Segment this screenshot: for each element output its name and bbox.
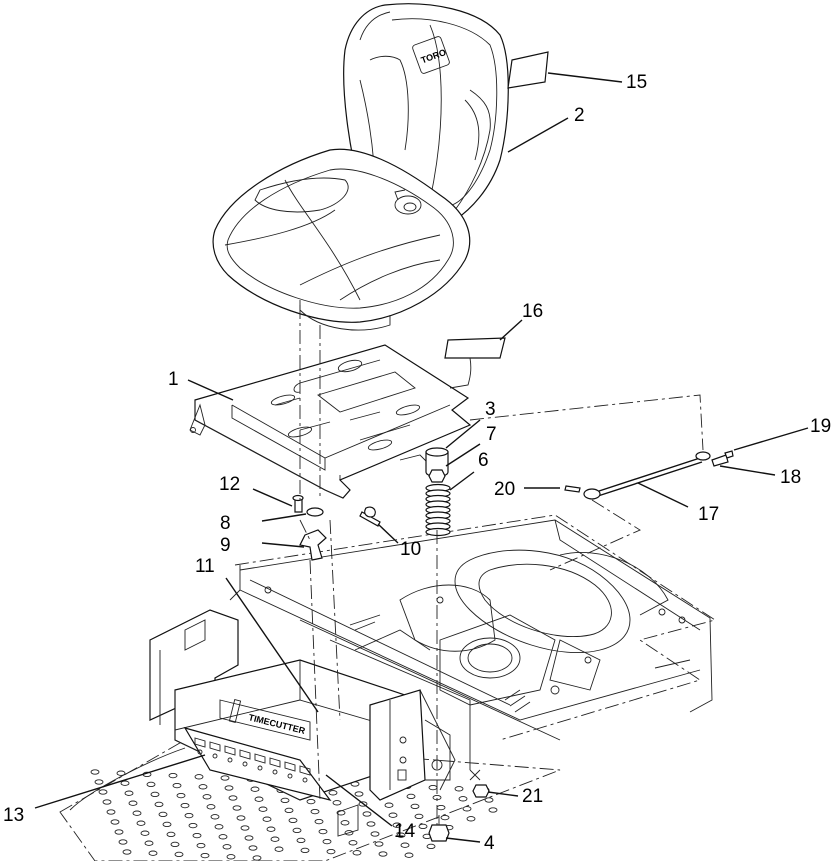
leader-lines bbox=[34, 72, 809, 843]
bolt-10 bbox=[359, 506, 381, 527]
callout-4: 4 bbox=[484, 833, 495, 854]
assembly-lines bbox=[299, 305, 704, 825]
callout-14: 14 bbox=[394, 821, 416, 842]
mower-frame bbox=[229, 514, 717, 791]
callout-17: 17 bbox=[698, 504, 720, 525]
callout-13: 13 bbox=[3, 805, 25, 826]
seat-plate bbox=[189, 344, 472, 499]
callout-15: 15 bbox=[626, 72, 648, 93]
callout-9: 9 bbox=[220, 535, 231, 556]
bolt-12 bbox=[292, 494, 304, 513]
callout-6: 6 bbox=[478, 450, 489, 471]
nut-21 bbox=[472, 784, 490, 798]
callout-12: 12 bbox=[219, 474, 241, 495]
seat: TORO bbox=[212, 3, 509, 331]
callout-11: 11 bbox=[195, 556, 215, 577]
knob-9 bbox=[299, 529, 327, 561]
spring-assembly bbox=[425, 447, 451, 537]
callout-7: 7 bbox=[486, 424, 497, 445]
bolt-4 bbox=[428, 815, 450, 842]
decal-16 bbox=[444, 337, 506, 359]
callout-19: 19 bbox=[810, 416, 832, 437]
callout-21: 21 bbox=[522, 786, 544, 807]
washer-8 bbox=[306, 507, 324, 517]
front-console: TIMECUTTER bbox=[149, 609, 481, 837]
callout-16: 16 bbox=[522, 301, 544, 322]
seat-switch-rod bbox=[564, 450, 734, 500]
callout-2: 2 bbox=[574, 105, 585, 126]
callout-10: 10 bbox=[400, 539, 422, 560]
callout-1: 1 bbox=[168, 369, 179, 390]
decal-15 bbox=[507, 51, 549, 89]
callout-18: 18 bbox=[780, 467, 802, 488]
callout-20: 20 bbox=[494, 479, 516, 500]
callout-3: 3 bbox=[485, 399, 496, 420]
callout-8: 8 bbox=[220, 513, 231, 534]
